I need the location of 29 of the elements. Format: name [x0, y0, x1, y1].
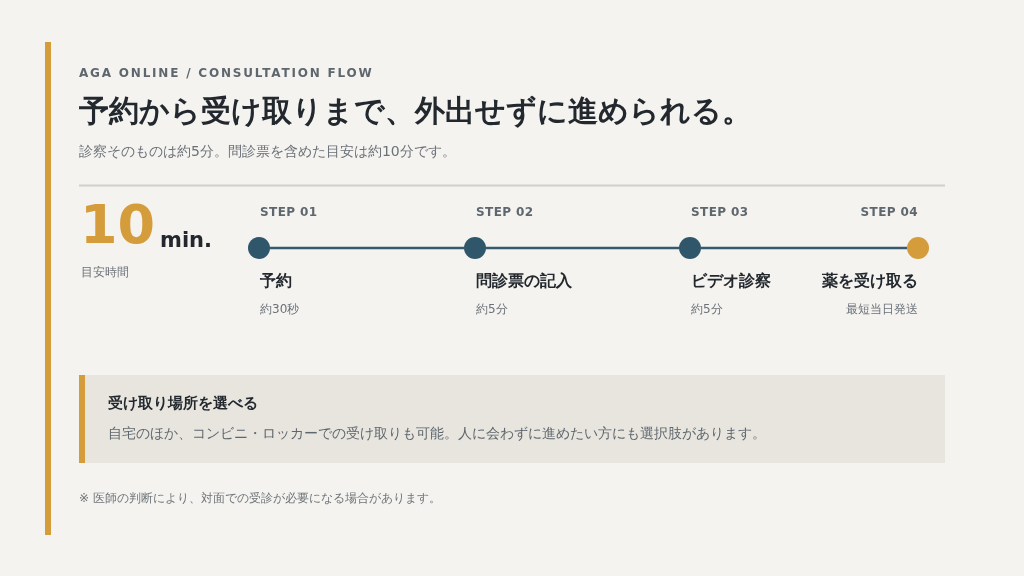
- title: 予約から受け取りまで、外出せずに進められる。: [79, 93, 752, 129]
- step-duration: 約5分: [476, 302, 508, 317]
- callout-panel: [79, 375, 945, 463]
- timeline-dot: [464, 237, 486, 259]
- timeline-dot: [907, 237, 929, 259]
- step-label: STEP 01: [260, 205, 318, 220]
- unit-text: min.: [160, 228, 212, 254]
- subtitle-text: 診察そのものは約5分。問診票を含めた目安は約10分です。: [79, 143, 456, 160]
- step-label: STEP 04: [860, 205, 918, 220]
- timeline-dot: [679, 237, 701, 259]
- step-duration: 約30秒: [260, 302, 300, 317]
- step-title: 予約: [260, 271, 292, 291]
- connector-line: [486, 246, 679, 250]
- timeline-dot: [248, 237, 270, 259]
- step-title: 薬を受け取る: [822, 271, 918, 291]
- callout-heading: 受け取り場所を選べる: [108, 394, 258, 412]
- step-duration: 最短当日発送: [846, 302, 918, 317]
- callout-text: 自宅のほか、コンビニ・ロッカーでの受け取りも可能。人に会わずに進めたい方にも選択肢があります。: [108, 425, 766, 442]
- big-number: 10: [80, 198, 156, 252]
- time-caption: 目安時間: [81, 265, 129, 280]
- connector-line: [701, 246, 907, 250]
- kicker-text: AGA ONLINE / CONSULTATION FLOW: [79, 66, 374, 81]
- connector-line: [270, 246, 464, 250]
- step-title: ビデオ診察: [691, 271, 771, 291]
- step-duration: 約5分: [691, 302, 723, 317]
- footnote-text: ※ 医師の判断により、対面での受診が必要になる場合があります。: [79, 491, 441, 506]
- step-title: 問診票の記入: [476, 271, 572, 291]
- step-label: STEP 02: [476, 205, 534, 220]
- step-label: STEP 03: [691, 205, 749, 220]
